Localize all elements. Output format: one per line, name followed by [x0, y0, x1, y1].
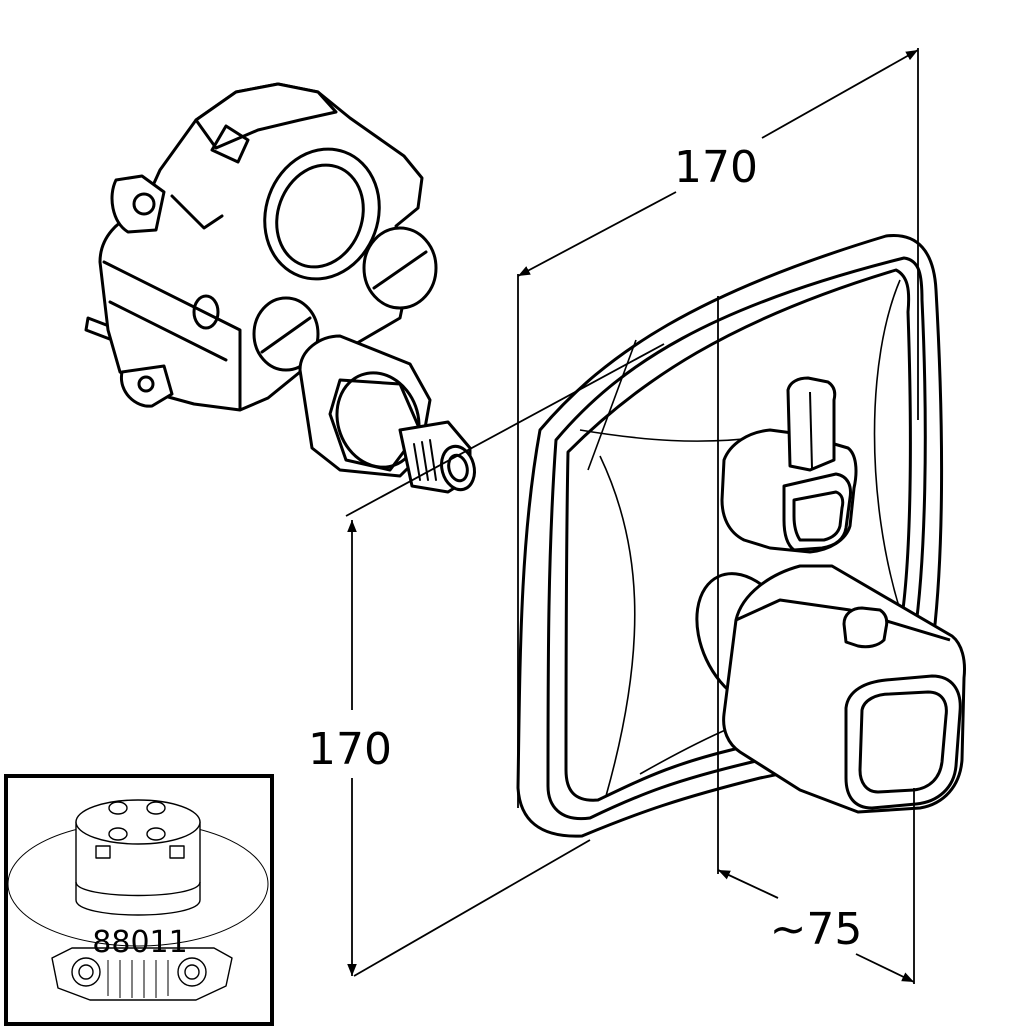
height-dimension-label: 170: [308, 724, 392, 775]
inset-part-number: 88011: [92, 925, 187, 960]
dimension-lines: [345, 48, 919, 984]
mounting-unit-illustration: [7, 799, 269, 1001]
valve-body: [84, 82, 476, 494]
depth-dimension: ~75: [770, 904, 863, 955]
width-dimension: 170: [674, 142, 758, 193]
depth-dimension-label: ~75: [770, 904, 863, 955]
diverter-handle: [720, 376, 858, 554]
inset-box: 88011: [4, 774, 274, 1026]
width-dimension-label: 170: [674, 142, 758, 193]
thermostat-handle: [695, 564, 966, 814]
height-dimension: 170: [308, 724, 392, 775]
